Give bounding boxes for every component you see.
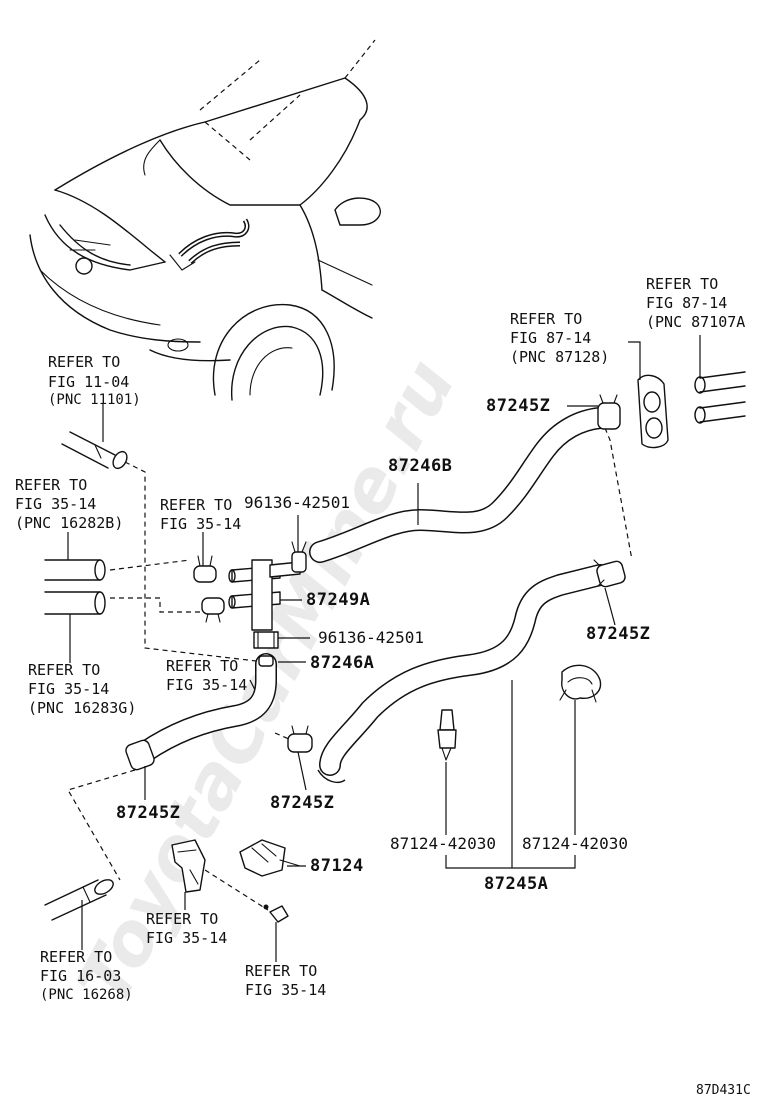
clamp-96136-top <box>291 541 307 573</box>
ref-fig-87-14-a-line2: FIG 87-14 <box>510 329 592 347</box>
ref-fig-11-04-line3: (PNC 11101) <box>48 392 141 408</box>
ref-fig-87-14-a-line1: REFER TO <box>510 310 583 328</box>
ref-fig-35-14-g-line3: (PNC 16283G) <box>28 699 137 717</box>
ref-fig-35-14-g-line1: REFER TO <box>28 661 101 679</box>
ref-fig-35-14-g-line2: FIG 35-14 <box>28 680 110 698</box>
clamp-87245Z-center <box>287 725 313 753</box>
clamps-and-fittings <box>125 374 669 923</box>
clamp-left-lower <box>201 597 225 623</box>
ref-fig-11-04-line2: FIG 11-04 <box>48 373 130 391</box>
ref-fig-35-14-d-line1: REFER TO <box>166 657 239 675</box>
clamp-87245Z-right <box>593 559 626 588</box>
nozzle-connector-right <box>637 374 669 449</box>
ref-fig-35-14-b-line1: REFER TO <box>15 476 88 494</box>
ref-fig-35-14-e-line1: REFER TO <box>146 910 219 928</box>
clamp-87245Z-top <box>597 394 621 430</box>
ref-fig-35-14-c-line1: REFER TO <box>160 496 233 514</box>
screw <box>263 904 289 923</box>
ref-fig-35-14-e-line2: FIG 35-14 <box>146 929 228 947</box>
ref-fig-35-14-f-line2: FIG 35-14 <box>245 981 327 999</box>
ref-fig-16-03-line2: FIG 16-03 <box>40 967 122 985</box>
part-87245Z-left: 87245Z <box>116 803 181 823</box>
vehicle-front-illustration <box>29 39 381 401</box>
part-87245A: 87245A <box>484 874 549 894</box>
ref-fig-16-03-line3: (PNC 16268) <box>40 987 133 1003</box>
ref-fig-35-14-f-line1: REFER TO <box>245 962 318 980</box>
bracket <box>171 839 206 893</box>
part-87124-42030-b: 87124-42030 <box>522 834 628 853</box>
ref-fig-35-14-d-line2: FIG 35-14 <box>166 676 248 694</box>
part-96136-42501-top: 96136-42501 <box>244 493 350 512</box>
part-87124-42030-a: 87124-42030 <box>390 834 496 853</box>
ref-fig-87-14-b-line2: FIG 87-14 <box>646 294 728 312</box>
nozzle-87124 <box>239 839 301 877</box>
part-87124: 87124 <box>310 856 364 876</box>
part-87245Z-right: 87245Z <box>586 624 651 644</box>
valve-87124-42030-b <box>559 664 602 703</box>
ref-fig-87-14-a-line3: (PNC 87128) <box>510 348 610 366</box>
ref-fig-16-03-line1: REFER TO <box>40 948 113 966</box>
part-87246A: 87246A <box>310 653 375 673</box>
ref-fig-87-14-b-line3: (PNC 87107A <box>646 313 746 331</box>
leader-lines <box>67 335 701 962</box>
ref-fig-87-14-b-line1: REFER TO <box>646 275 719 293</box>
ref-fig-11-04-line1: REFER TO <box>48 353 121 371</box>
part-87245Z-center: 87245Z <box>270 793 335 813</box>
part-87246B: 87246B <box>388 456 453 476</box>
ref-fig-35-14-b-line2: FIG 35-14 <box>15 495 97 513</box>
part-87249A: 87249A <box>306 590 371 610</box>
clamp-left-upper <box>193 555 217 583</box>
figure-code: 87D431C <box>696 1083 751 1098</box>
ref-fig-35-14-c-line2: FIG 35-14 <box>160 515 242 533</box>
reference-dashed-lines <box>67 427 633 911</box>
ref-fig-35-14-b-line3: (PNC 16282B) <box>15 514 124 532</box>
part-87245Z-top: 87245Z <box>486 396 551 416</box>
part-96136-42501-mid: 96136-42501 <box>318 628 424 647</box>
valve-87124-42030-a <box>437 709 457 761</box>
washer-hoses <box>44 371 746 921</box>
clamp-96136-mid <box>253 631 279 649</box>
